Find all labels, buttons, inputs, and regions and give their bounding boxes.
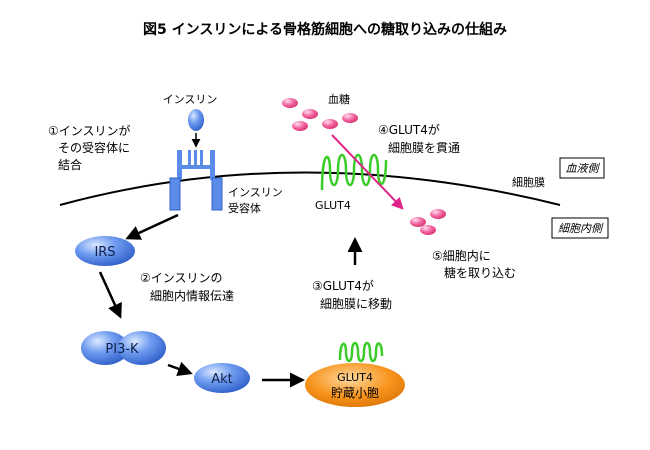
step1-line2: その受容体に bbox=[58, 140, 130, 155]
akt-label: Akt bbox=[211, 372, 233, 387]
cell-inside-label: 細胞内側 bbox=[558, 222, 604, 235]
step5-line1: ⑤細胞内に bbox=[432, 249, 491, 263]
step2-line1: ②インスリンの bbox=[140, 271, 223, 285]
receptor-to-irs-arrow bbox=[125, 213, 179, 240]
insulin-label: インスリン bbox=[163, 93, 218, 106]
pi3k-to-akt-arrow bbox=[167, 361, 193, 376]
insulin-receptor bbox=[169, 150, 223, 211]
insulin-molecule bbox=[188, 109, 204, 131]
step1-line3: 結合 bbox=[58, 157, 82, 172]
blood-side-label: 血液側 bbox=[566, 162, 601, 175]
diagram-title: 図5 インスリンによる骨格筋細胞への糖取り込みの仕組み bbox=[143, 21, 507, 38]
cell-inside-box bbox=[551, 217, 609, 239]
step2-line2: 細胞内情報伝達 bbox=[150, 289, 234, 303]
vesicle-label-line2: 貯蔵小胞 bbox=[331, 386, 379, 400]
glucose-entry-arrow bbox=[331, 134, 404, 210]
vesicle-label-line1: GLUT4 bbox=[337, 371, 373, 384]
blood-side-box bbox=[559, 157, 605, 179]
glut4-storage-vesicle bbox=[305, 363, 405, 407]
vesicle-glut4 bbox=[338, 341, 384, 363]
cell-membrane-label: 細胞膜 bbox=[512, 176, 545, 189]
step1-line1: ①インスリンが bbox=[48, 123, 131, 138]
irs-node bbox=[75, 236, 135, 266]
step4-line1: ④GLUT4が bbox=[378, 122, 440, 137]
receptor-label-line2: 受容体 bbox=[228, 201, 261, 215]
glut4-transporter bbox=[320, 153, 388, 191]
irs-to-pi3k-arrow bbox=[98, 271, 122, 319]
pi3k-label: PI3-K bbox=[105, 342, 139, 357]
step3-line1: ③GLUT4が bbox=[312, 278, 374, 293]
blood-sugar-label: 血糖 bbox=[328, 92, 350, 106]
pi3k-node bbox=[81, 331, 166, 365]
internalized-glucose bbox=[410, 209, 446, 235]
cell-membrane-line bbox=[59, 171, 561, 206]
glucose-molecules bbox=[282, 98, 358, 131]
akt-node bbox=[194, 363, 250, 393]
step3-line2: 細胞膜に移動 bbox=[320, 297, 392, 311]
irs-label: IRS bbox=[94, 245, 115, 260]
step4-line2: 細胞膜を貫通 bbox=[388, 141, 460, 155]
receptor-label-line1: インスリン bbox=[228, 186, 283, 199]
step5-line2: 糖を取り込む bbox=[444, 265, 516, 280]
glut4-label: GLUT4 bbox=[315, 199, 351, 212]
